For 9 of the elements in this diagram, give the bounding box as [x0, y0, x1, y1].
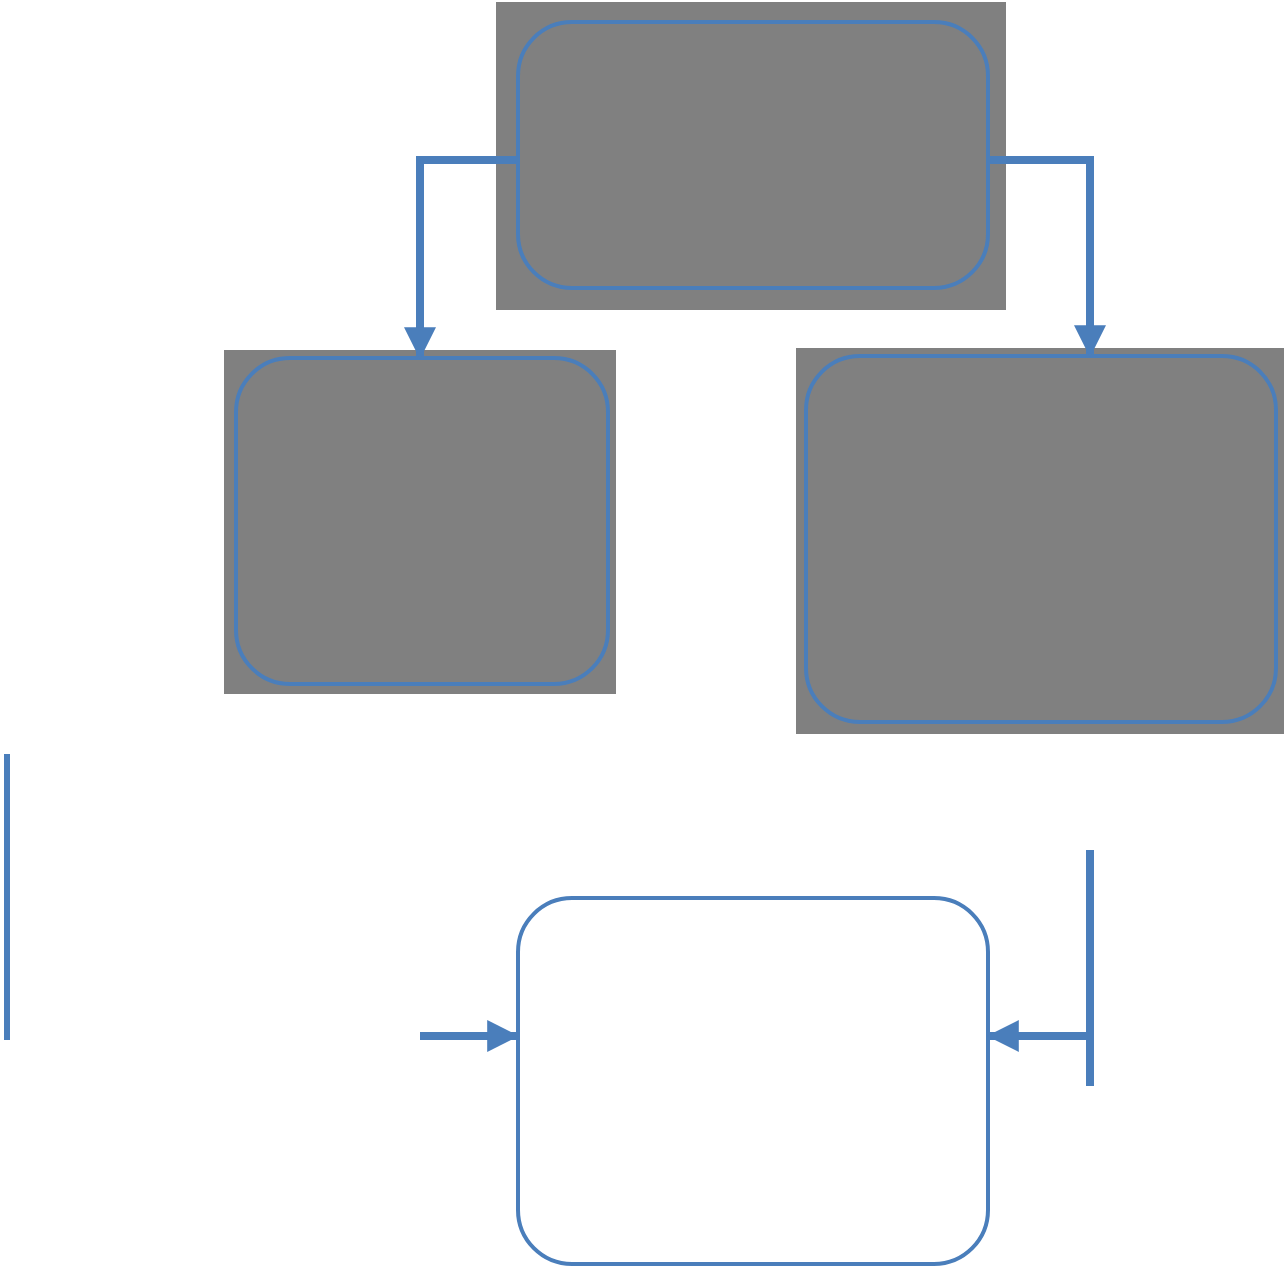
rounded-box [516, 896, 990, 1266]
arrow [420, 1020, 520, 1052]
arrow [986, 1020, 1086, 1052]
rounded-box [234, 356, 610, 686]
arrow [990, 156, 1106, 358]
arrow [404, 156, 516, 360]
rounded-box [804, 354, 1278, 724]
vertical-bar [1086, 850, 1094, 1086]
rounded-box [516, 20, 990, 290]
